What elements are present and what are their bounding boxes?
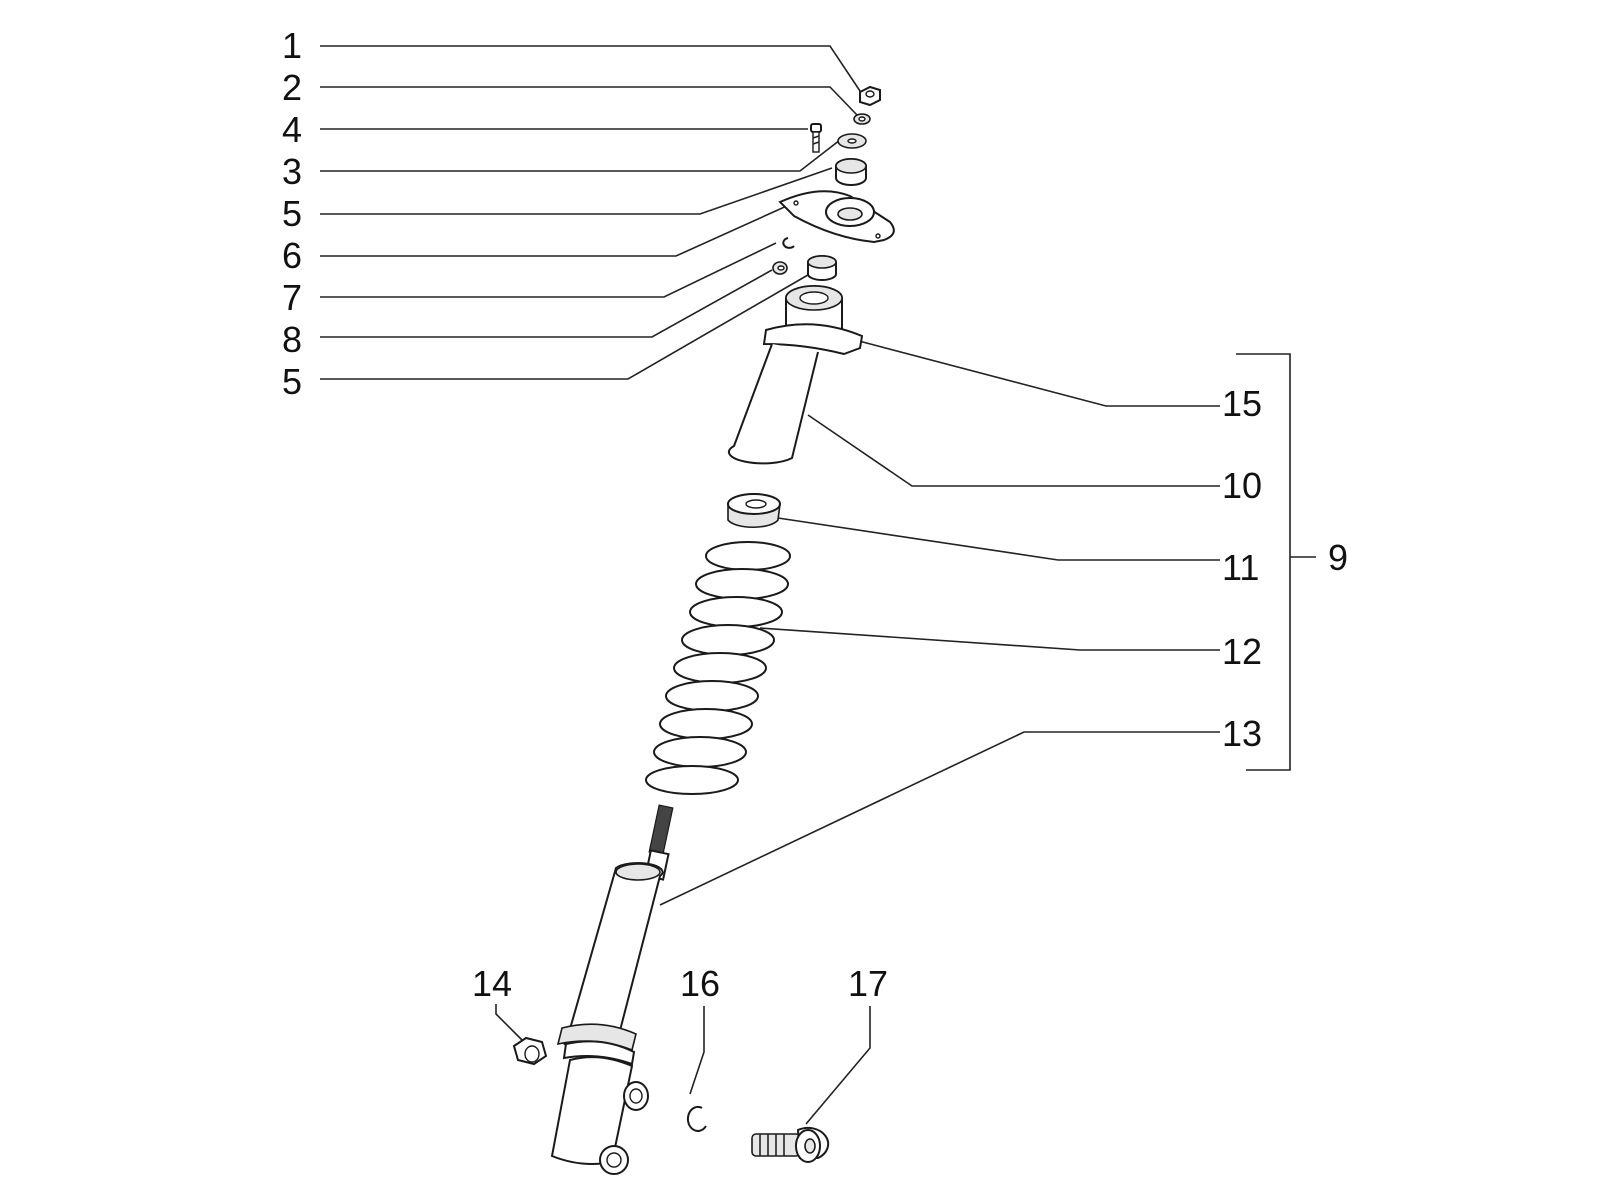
part-3-washer [837, 133, 867, 149]
leader-5-lower [320, 267, 821, 380]
callout-15: 15 [1222, 383, 1262, 424]
leader-10 [807, 414, 1220, 487]
callout-7: 7 [282, 277, 302, 318]
leader-7 [320, 242, 777, 298]
leader-3 [320, 139, 841, 172]
part-5-upper-bushing [835, 158, 867, 186]
callout-14: 14 [472, 963, 512, 1004]
leader-13 [659, 731, 1220, 906]
leader-6 [320, 199, 801, 257]
callout-3: 3 [282, 151, 302, 192]
leader-11 [777, 517, 1220, 561]
callout-13: 13 [1222, 713, 1262, 754]
part-4-screw [810, 123, 822, 153]
callout-8: 8 [282, 319, 302, 360]
part-2-washer [853, 113, 871, 125]
callout-4: 4 [282, 109, 302, 150]
callout-12: 12 [1222, 631, 1262, 672]
leader-5-upper [320, 167, 833, 215]
callout-16: 16 [680, 963, 720, 1004]
part-6-clip [782, 237, 795, 249]
callout-10: 10 [1222, 465, 1262, 506]
right-callouts: 15 10 11 12 13 9 [659, 335, 1348, 906]
callout-9: 9 [1328, 537, 1348, 578]
callout-2: 2 [282, 67, 302, 108]
part-1-nut [859, 85, 881, 107]
leader-16 [689, 1006, 705, 1095]
leader-12 [759, 627, 1220, 651]
part-mount-plate [778, 190, 895, 244]
part-7-bushing [772, 261, 788, 275]
part-13-damper [550, 804, 674, 1175]
leader-17 [805, 1006, 871, 1125]
leader-2 [320, 86, 859, 117]
leader-8 [320, 269, 773, 338]
leader-1 [320, 45, 863, 95]
part-12-coil-spring [645, 541, 791, 795]
part-5-lower-bushing [807, 255, 837, 281]
left-callouts: 1 2 4 3 5 6 7 8 5 [282, 25, 863, 402]
part-14-nut [512, 1036, 548, 1066]
callout-5-lower: 5 [282, 361, 302, 402]
leader-14 [495, 1004, 523, 1041]
bottom-callouts: 14 16 17 [472, 963, 888, 1125]
leader-15 [839, 335, 1220, 407]
part-15-10-dust-cover [727, 285, 864, 465]
callout-1: 1 [282, 25, 302, 66]
callout-17: 17 [848, 963, 888, 1004]
callout-6: 6 [282, 235, 302, 276]
part-16-circlip [686, 1105, 707, 1132]
group-bracket [1236, 353, 1291, 771]
part-17-bolt [751, 1126, 830, 1163]
callout-11: 11 [1222, 547, 1259, 588]
callout-5-upper: 5 [282, 193, 302, 234]
part-11-bumper [727, 493, 781, 529]
